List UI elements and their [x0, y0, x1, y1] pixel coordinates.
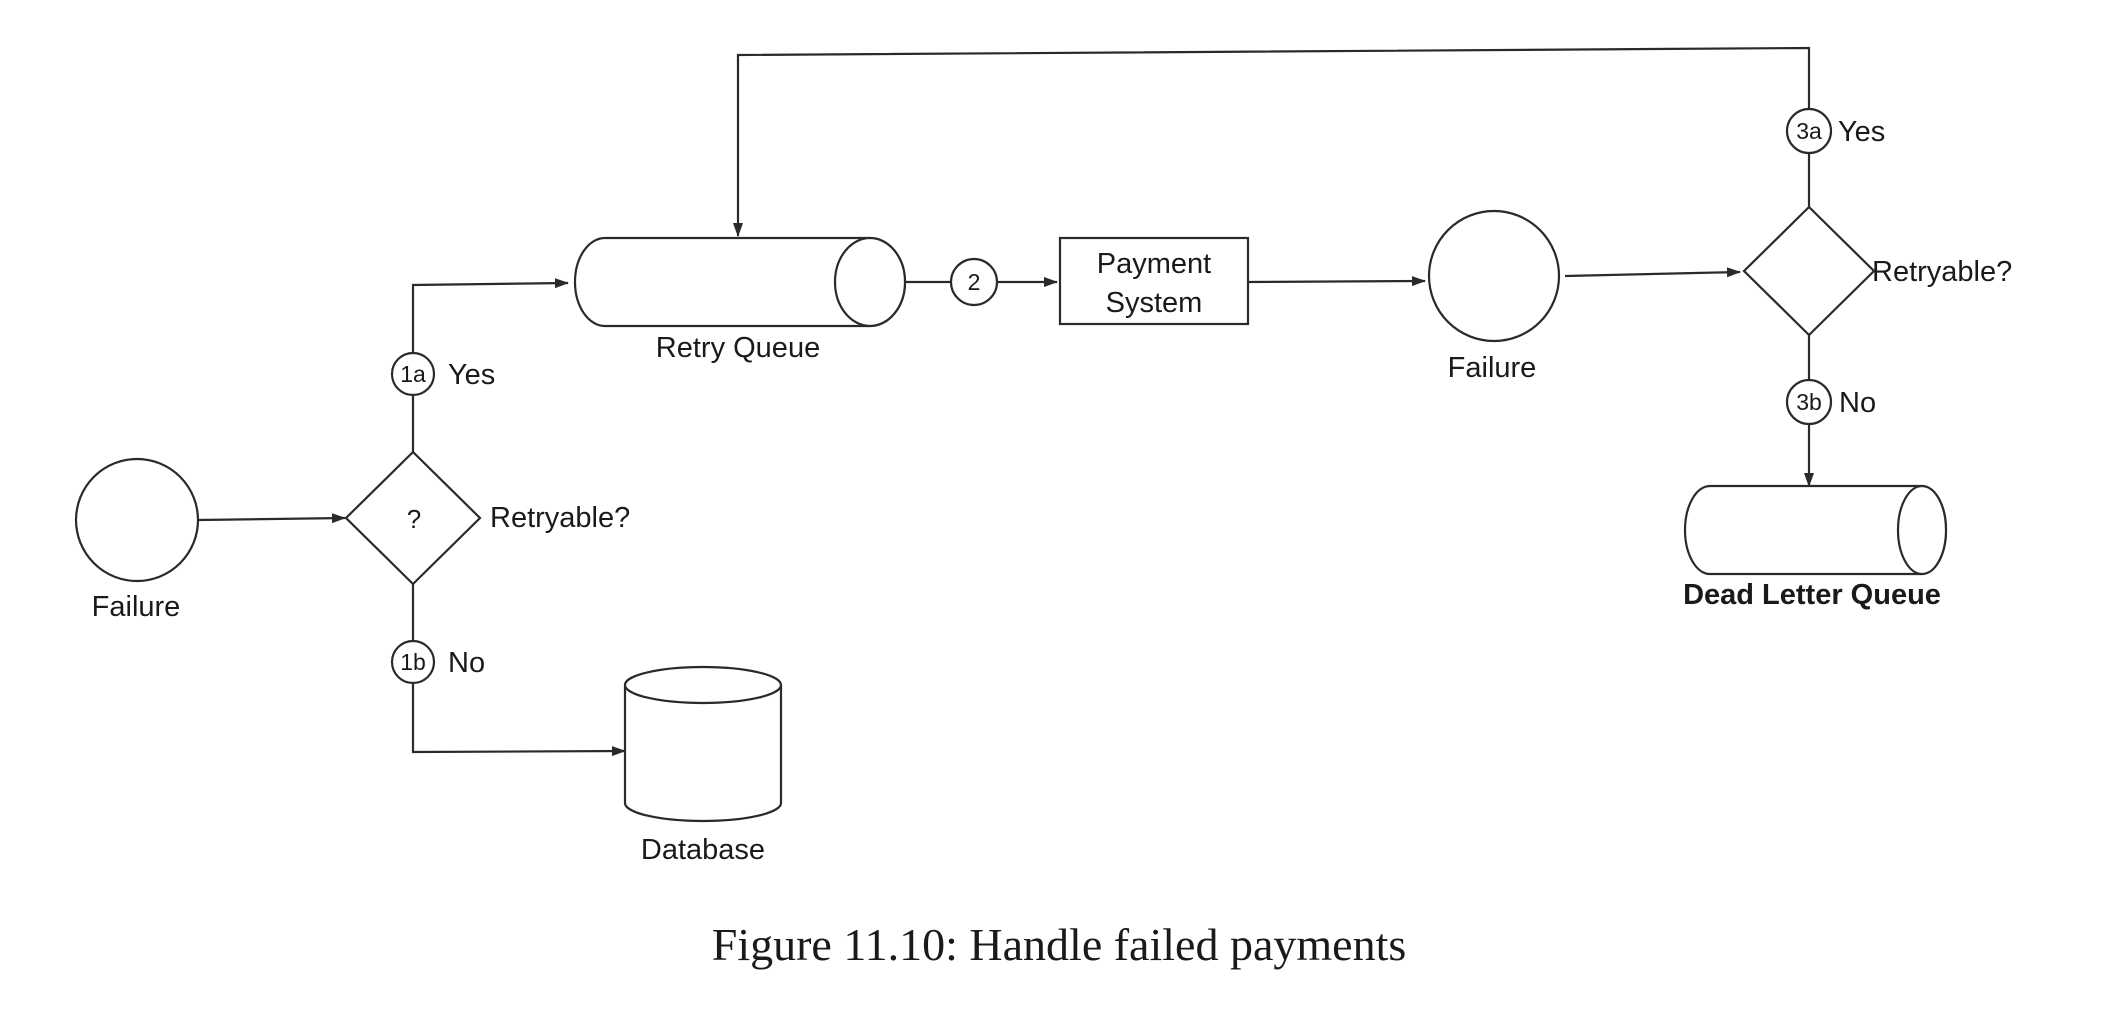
- dead-letter-queue-cylinder: [1683, 484, 1948, 576]
- retryable-decision-left: [344, 450, 482, 586]
- database-label: Database: [641, 834, 765, 866]
- step-3a-number: 3a: [1796, 118, 1822, 144]
- failure-payment-label: Failure: [1448, 352, 1537, 384]
- payment-system-label-line1: Payment: [1097, 248, 1211, 280]
- step-1a-number: 1a: [400, 361, 426, 387]
- retryable-decision-right: [1742, 205, 1876, 337]
- edge-decision-right-yes-loop: [733, 46, 1811, 237]
- failure-start-label: Failure: [92, 591, 181, 623]
- step-3a-badge: [1785, 107, 1833, 155]
- edge-decision-yes-to-retry-queue: [411, 278, 569, 452]
- step-1b-number: 1b: [400, 649, 426, 675]
- failure-start-node: [74, 457, 200, 583]
- step-1b-label: No: [448, 647, 485, 679]
- step-1a-badge: [390, 351, 436, 397]
- step-3b-label: No: [1839, 387, 1876, 419]
- edge-decision-no-to-database: [411, 584, 626, 757]
- step-3b-number: 3b: [1796, 389, 1822, 415]
- edge-failure-to-decision: [197, 513, 346, 524]
- payment-system-box: [1058, 236, 1250, 326]
- decision-left-label: Retryable?: [490, 502, 630, 534]
- dead-letter-queue-label: Dead Letter Queue: [1683, 579, 1941, 611]
- step-2-badge: [949, 257, 999, 307]
- decision-right-label: Retryable?: [1872, 256, 2012, 288]
- figure-caption: Figure 11.10: Handle failed payments: [711, 919, 1407, 970]
- step-3a-label: Yes: [1838, 116, 1885, 148]
- step-1a-label: Yes: [448, 359, 495, 391]
- step-3b-badge: [1785, 378, 1833, 426]
- payment-system-label-line2: System: [1106, 287, 1203, 319]
- failure-payment-node: [1427, 209, 1561, 343]
- edge-payment-system-to-failure: [1247, 276, 1426, 287]
- database-cylinder: [623, 665, 783, 823]
- edge-failure-to-decision-right: [1564, 267, 1741, 278]
- decision-left-question-mark: ?: [407, 504, 421, 534]
- retry-queue-label: Retry Queue: [656, 332, 820, 364]
- step-2-number: 2: [968, 269, 981, 295]
- retry-queue-cylinder: [573, 236, 907, 328]
- step-1b-badge: [390, 639, 436, 685]
